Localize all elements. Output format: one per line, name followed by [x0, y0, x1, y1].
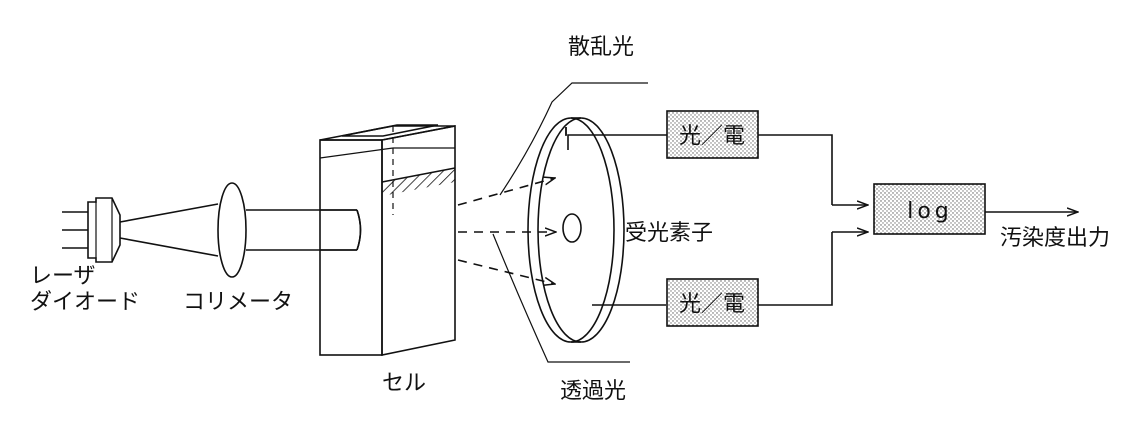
collimator-label: コリメータ: [183, 290, 293, 315]
laser-label-line2: ダイオード: [30, 290, 140, 315]
light-paths: [457, 178, 556, 284]
laser-label-line1: レーザ: [30, 264, 96, 289]
transmitted-label: 透過光: [560, 379, 626, 404]
pe-converter-top-label: 光／電: [679, 124, 745, 149]
photodetector: [527, 117, 625, 343]
collimator-lens: [217, 182, 247, 278]
laser-diode: [62, 197, 121, 263]
output-label: 汚染度出力: [1000, 226, 1110, 251]
wiring: [565, 127, 1078, 306]
pe-converter-bottom: 光／電: [666, 278, 759, 327]
pe-converter-bottom-label: 光／電: [679, 292, 745, 317]
log-amplifier: log: [873, 183, 986, 235]
log-amplifier-label: log: [907, 199, 953, 224]
cell: [319, 124, 456, 356]
pe-converter-top: 光／電: [666, 110, 759, 159]
laser-beam: [119, 203, 219, 257]
cell-label: セル: [382, 371, 426, 396]
scattered-callout: [499, 82, 648, 196]
transmitted-callout: [492, 233, 630, 363]
collimated-beam: [246, 209, 362, 251]
photodetector-label: 受光素子: [625, 221, 713, 246]
scattered-label: 散乱光: [568, 35, 634, 60]
